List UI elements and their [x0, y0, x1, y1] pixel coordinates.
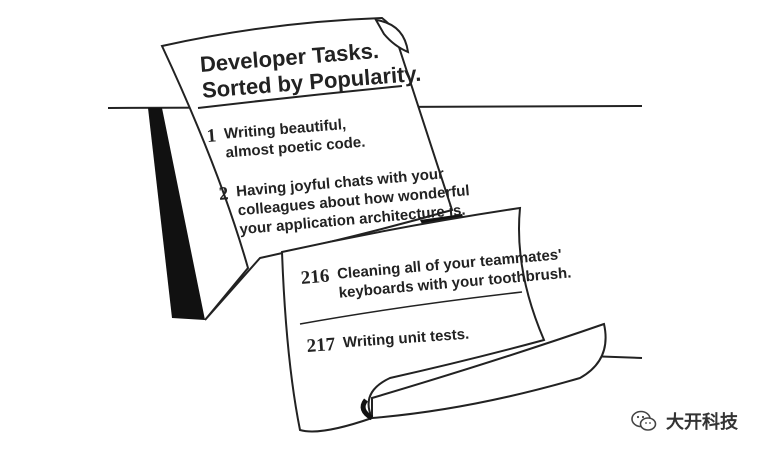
- wechat-icon: [631, 410, 657, 431]
- lower-sheet: [280, 206, 546, 433]
- title-underline: [197, 85, 403, 109]
- upper-sheet: [160, 16, 454, 321]
- item-number: 217: [306, 334, 336, 357]
- watermark-label: 大开科技: [666, 412, 738, 433]
- bottom-roll: [371, 322, 607, 420]
- sheet-shadow: [148, 108, 205, 320]
- upper-curl: [374, 18, 410, 54]
- lower-divider: [299, 291, 523, 325]
- roll-edge: [360, 398, 374, 421]
- watermark: 大开科技: [630, 408, 738, 434]
- item-number: 1: [206, 125, 218, 147]
- item-number: 216: [300, 265, 331, 289]
